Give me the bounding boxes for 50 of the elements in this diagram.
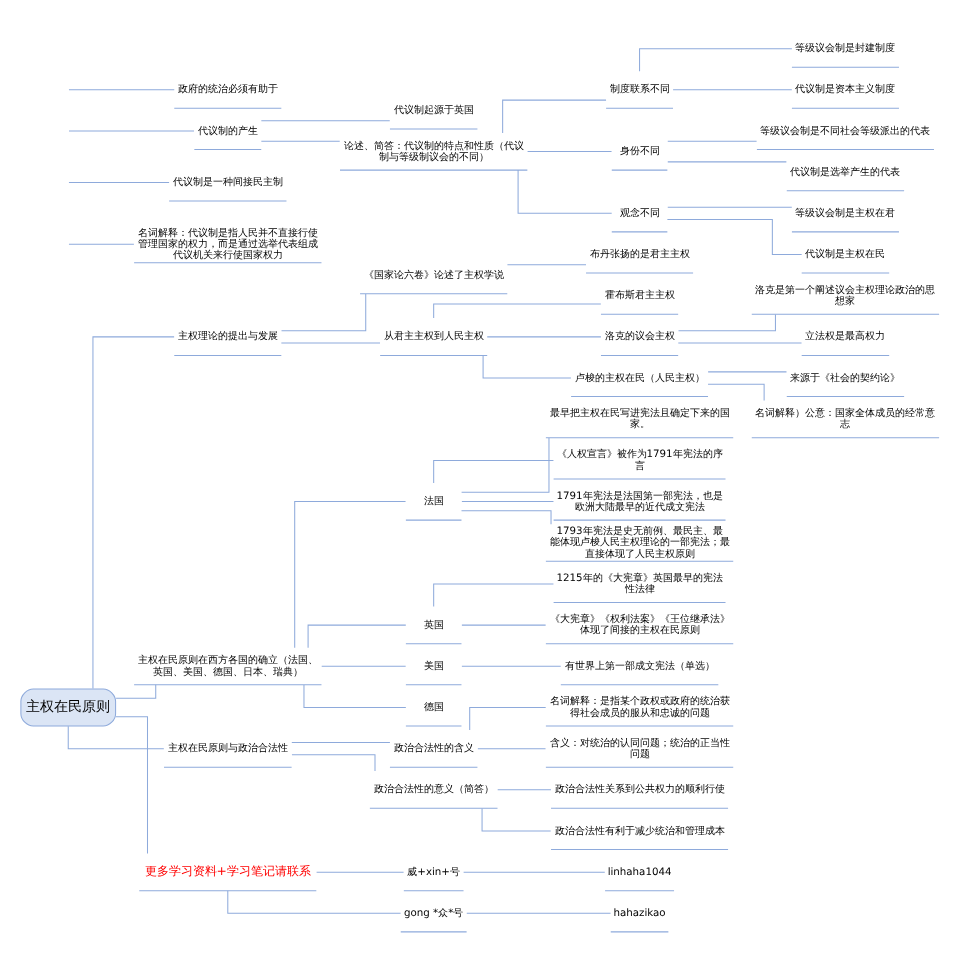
connector xyxy=(672,88,793,90)
connector xyxy=(667,205,793,207)
connector xyxy=(227,889,402,913)
connector xyxy=(321,664,407,666)
connector xyxy=(68,129,195,131)
connector xyxy=(481,806,552,831)
connector xyxy=(280,341,381,343)
connector xyxy=(260,139,341,141)
connector xyxy=(502,98,607,133)
connector xyxy=(667,160,787,162)
connector xyxy=(460,509,552,524)
connector xyxy=(486,335,602,337)
connector xyxy=(678,312,776,331)
connector xyxy=(68,242,135,244)
connector xyxy=(307,623,407,648)
connector xyxy=(707,370,787,372)
connector xyxy=(461,436,550,492)
connector xyxy=(666,218,803,255)
connector xyxy=(497,788,552,790)
connector xyxy=(469,705,547,730)
connector xyxy=(294,500,407,648)
connector xyxy=(667,139,758,141)
connector xyxy=(433,458,554,483)
connector xyxy=(461,664,562,666)
connector xyxy=(463,870,606,872)
connector xyxy=(461,500,554,502)
connector xyxy=(67,724,165,749)
connector xyxy=(291,740,391,742)
connector xyxy=(115,715,148,853)
connector xyxy=(433,302,602,318)
connector xyxy=(639,47,793,71)
connector xyxy=(433,582,554,606)
connector xyxy=(517,168,613,213)
connector xyxy=(68,180,170,182)
connector xyxy=(303,683,407,707)
connector xyxy=(68,88,175,90)
connector xyxy=(260,119,391,121)
connector xyxy=(281,292,367,331)
connector xyxy=(482,354,572,378)
connector xyxy=(466,911,612,913)
connector xyxy=(461,623,547,625)
connector xyxy=(707,382,765,401)
connector xyxy=(506,263,587,265)
connector xyxy=(115,683,157,698)
connector xyxy=(477,747,547,749)
connector xyxy=(92,335,175,689)
connector xyxy=(527,150,613,152)
connector xyxy=(316,870,405,872)
connector xyxy=(291,753,376,771)
connector xyxy=(677,341,803,343)
